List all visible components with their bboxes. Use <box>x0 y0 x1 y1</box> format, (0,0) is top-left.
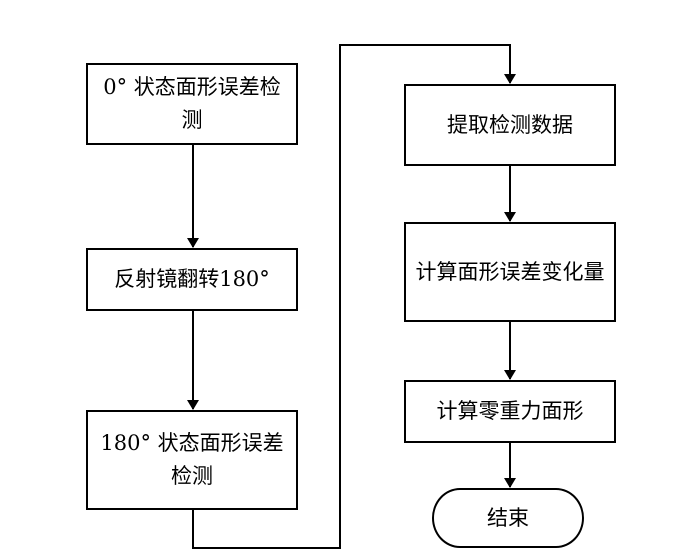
flow-step-extract-data: 提取检测数据 <box>404 84 616 166</box>
flow-step-compute-error-change: 计算面形误差变化量 <box>404 222 616 322</box>
flow-step-label: 提取检测数据 <box>447 112 573 137</box>
flow-end-label: 结束 <box>487 505 529 530</box>
flow-step-180-degree-detection: 180° 状态面形误差检测 <box>86 410 298 510</box>
edge-step3-step4 <box>192 44 516 549</box>
flow-step-mirror-flip: 反射镜翻转180° <box>86 248 298 311</box>
flow-end-terminal: 结束 <box>432 488 584 548</box>
flow-step-0-degree-detection: 0° 状态面形误差检测 <box>86 63 298 145</box>
flow-step-label: 计算零重力面形 <box>436 399 584 424</box>
flow-step-label: 反射镜翻转180° <box>114 267 270 292</box>
flow-step-compute-zero-gravity-surface: 计算零重力面形 <box>404 380 616 443</box>
flow-step-label: 0° 状态面形误差检测 <box>103 75 281 132</box>
flow-step-label: 180° 状态面形误差检测 <box>100 431 284 488</box>
flow-step-label: 计算面形误差变化量 <box>415 259 605 284</box>
